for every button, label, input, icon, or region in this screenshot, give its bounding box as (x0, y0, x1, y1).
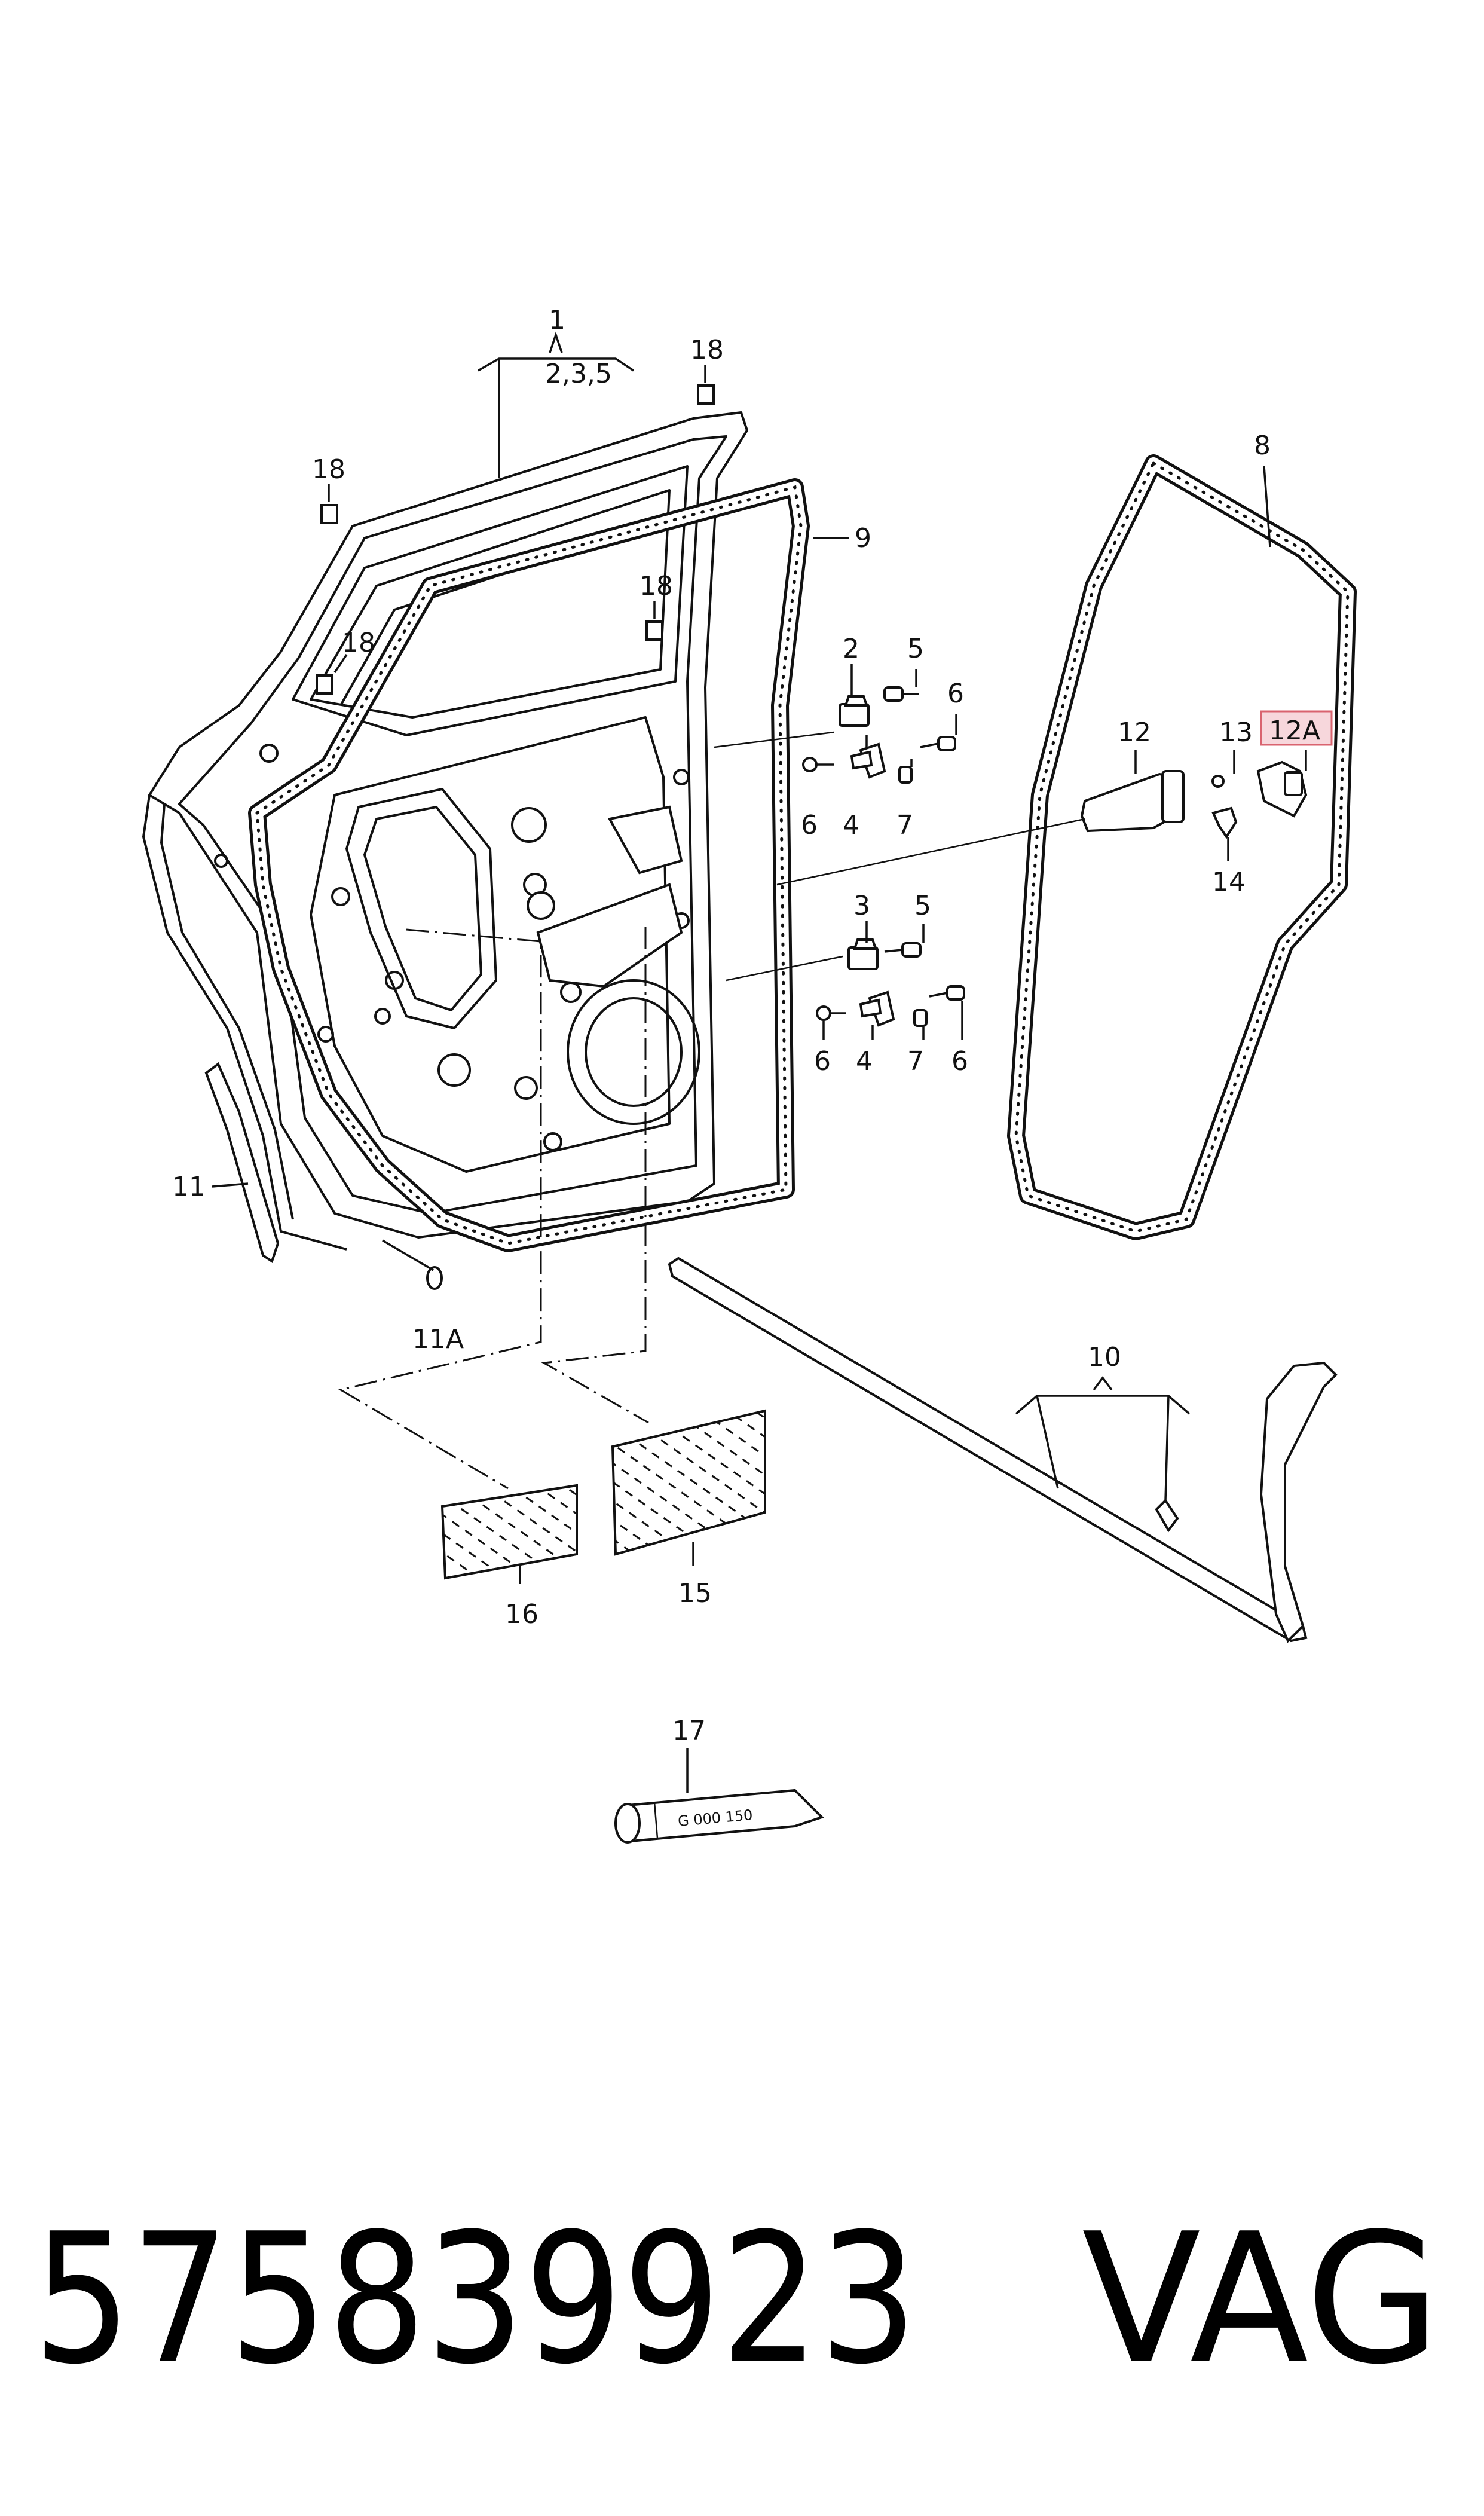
label-12A: 12A (1269, 716, 1320, 746)
door-check-12 (1080, 760, 1308, 839)
label-2-3-5: 2,3,5 (545, 359, 612, 389)
label-13: 13 (1219, 717, 1253, 748)
label-14: 14 (1212, 867, 1246, 897)
door-seal-9 (248, 478, 810, 1252)
sealant-tube-17: G 000 150 (614, 1789, 824, 1844)
hinge-lower (816, 938, 965, 1027)
hinge-upper (802, 686, 956, 784)
marker-18b (320, 504, 338, 524)
label-4a: 4 (843, 810, 859, 840)
label-6a: 6 (947, 678, 964, 709)
label-10: 10 (1088, 1342, 1121, 1372)
label-18c: 18 (640, 571, 673, 601)
label-7b: 7 (907, 1046, 924, 1077)
label-1: 1 (549, 305, 565, 335)
label-12: 12 (1118, 717, 1151, 748)
marker-18d (316, 674, 333, 695)
marker-18a (697, 384, 715, 405)
label-15: 15 (678, 1578, 712, 1609)
label-11: 11 (172, 1172, 206, 1202)
moulding-10 (668, 1257, 1308, 1643)
label-5a: 5 (907, 634, 924, 664)
marker-18c (645, 620, 663, 641)
door-shell (142, 411, 748, 1251)
trim-strip-11 (204, 1062, 280, 1264)
label-4b: 4 (856, 1046, 873, 1077)
label-6c: 6 (814, 1046, 831, 1077)
label-8: 8 (1254, 430, 1271, 461)
foil-15 (611, 1409, 766, 1556)
body-seal-8 (1007, 454, 1357, 1240)
label-2: 2 (843, 634, 859, 664)
highlight-12a (1260, 710, 1333, 746)
label-5b: 5 (914, 891, 931, 921)
label-17: 17 (672, 1716, 706, 1746)
label-3: 3 (853, 891, 870, 921)
callout-labels: 1 2,3,5 18 18 18 18 9 8 2 5 6 6 4 7 3 5 … (172, 305, 1333, 1746)
label-11A: 11A (412, 1324, 464, 1355)
label-6b: 6 (801, 810, 818, 840)
label-6d: 6 (951, 1046, 968, 1077)
brand-name: VAG (1082, 2195, 1440, 2404)
label-16: 16 (505, 1599, 538, 1630)
label-18a: 18 (690, 335, 724, 365)
label-9: 9 (855, 523, 871, 554)
label-7a: 7 (896, 810, 913, 840)
label-18b: 18 (312, 454, 345, 485)
clip-11a (426, 1266, 443, 1290)
clip-10 (1155, 1498, 1179, 1533)
part-number: 575839923 (33, 2195, 917, 2404)
leader-lines (212, 331, 1307, 1793)
foil-16 (440, 1484, 578, 1580)
label-18d: 18 (342, 628, 375, 658)
pillar-trim-10 (1259, 1361, 1338, 1643)
